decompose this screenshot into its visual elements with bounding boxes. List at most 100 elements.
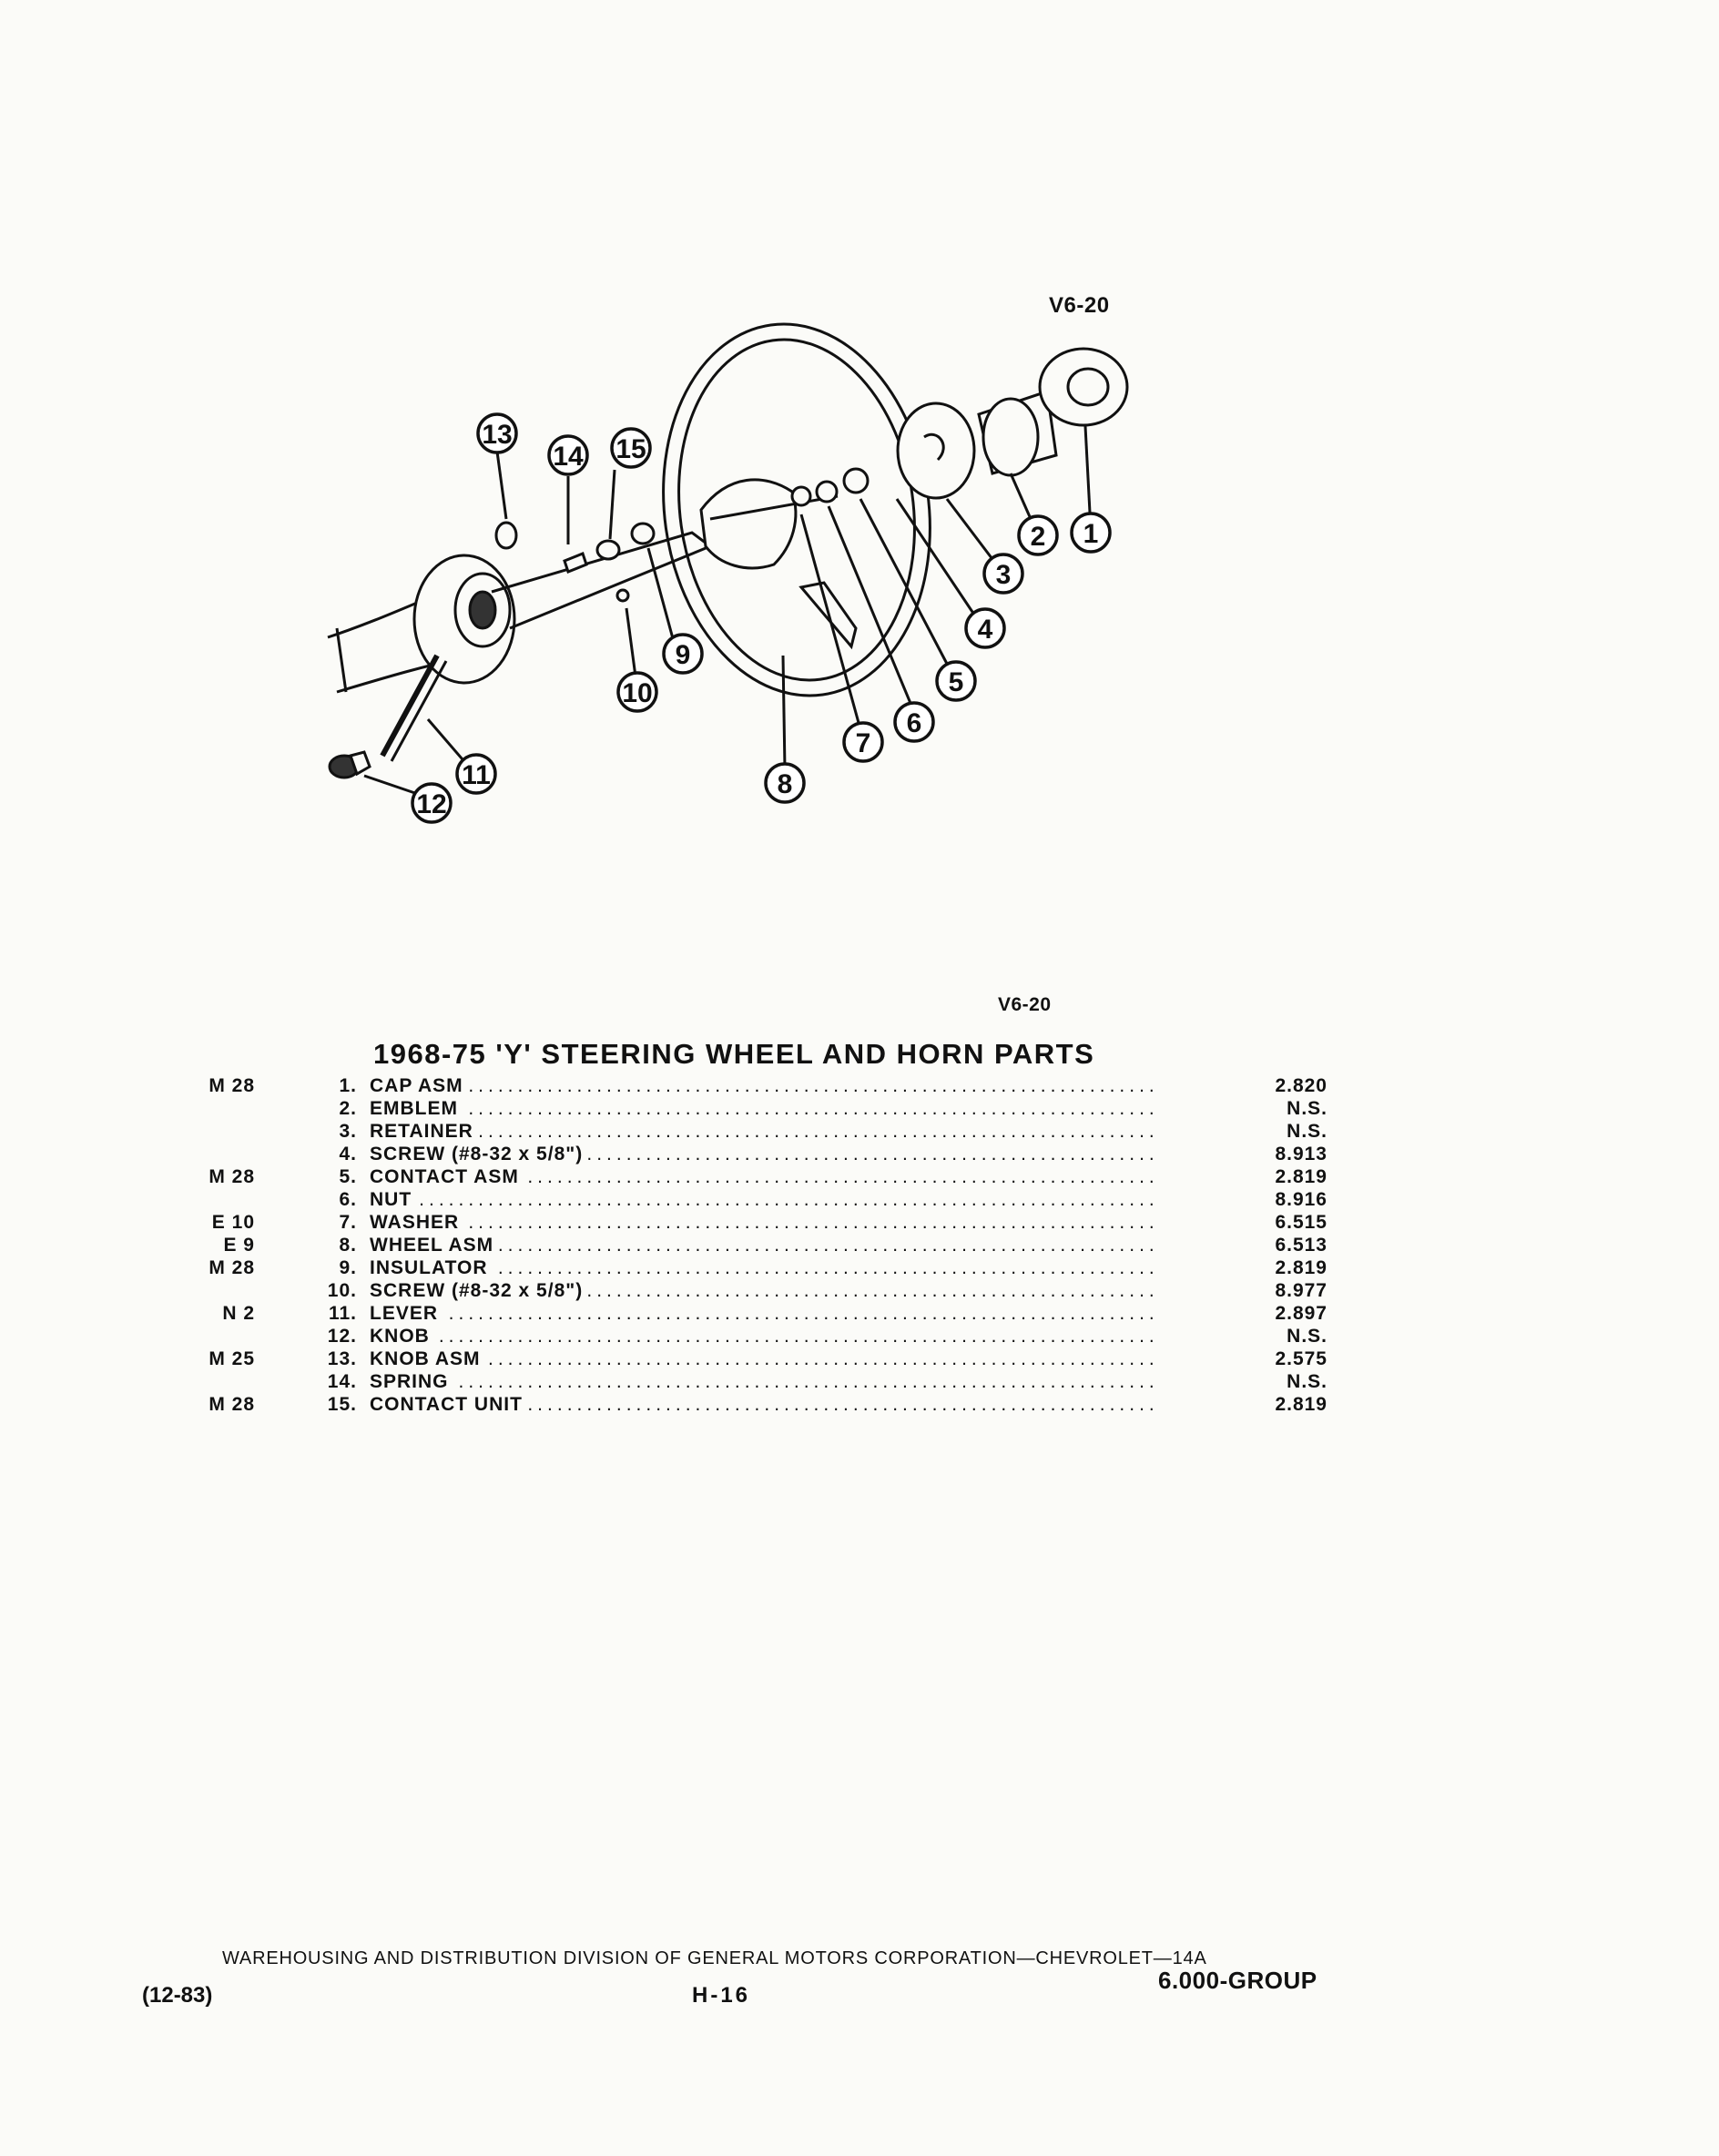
callout-6: 6 — [893, 701, 935, 743]
part-number: 2.575 — [1275, 1348, 1327, 1369]
section-code: M 28 — [209, 1394, 255, 1415]
part-description: ........................................… — [370, 1234, 1157, 1256]
callout-8: 8 — [764, 762, 806, 804]
callout-12: 12 — [411, 782, 453, 824]
svg-text:3: 3 — [996, 560, 1012, 590]
callout-2: 2 — [1017, 514, 1059, 556]
leader-dots: ........................................… — [370, 1075, 1157, 1096]
part-number: 8.913 — [1275, 1144, 1327, 1164]
callout-4: 4 — [964, 607, 1006, 649]
footer-group: 6.000-GROUP — [1158, 1967, 1317, 1994]
part-description: ........................................… — [370, 1097, 1157, 1120]
part-name: INSULATOR — [370, 1257, 493, 1278]
part-name: CONTACT ASM — [370, 1166, 524, 1187]
part-number: 2.819 — [1275, 1257, 1327, 1278]
callout-10: 10 — [616, 671, 658, 713]
part-description: ........................................… — [370, 1256, 1157, 1279]
part-name: WASHER — [370, 1212, 465, 1233]
leader-dots: ........................................… — [370, 1166, 1157, 1187]
svg-text:13: 13 — [482, 420, 512, 450]
part-description: ........................................… — [370, 1143, 1157, 1165]
parts-list-title: 1968-75 'Y' STEERING WHEEL AND HORN PART… — [373, 1038, 1095, 1070]
part-row: 2.......................................… — [0, 1097, 1719, 1120]
part-number: 2.819 — [1275, 1394, 1327, 1415]
part-name: SPRING — [370, 1371, 454, 1392]
leader-dots: ........................................… — [370, 1235, 1157, 1256]
part-name: EMBLEM — [370, 1098, 463, 1119]
part-number: N.S. — [1287, 1098, 1327, 1119]
part-row: 3.......................................… — [0, 1120, 1719, 1143]
steering-wheel-exploded-diagram: 13 14 15 9 10 11 12 8 7 6 5 4 3 2 1 — [327, 322, 1129, 824]
leader-dots: ........................................… — [370, 1394, 1157, 1415]
figure-code-mid: V6-20 — [998, 994, 1052, 1015]
part-name: CAP ASM — [370, 1075, 469, 1096]
item-number: 12. — [327, 1326, 357, 1347]
item-number: 13. — [327, 1348, 357, 1369]
part-row: 14......................................… — [0, 1370, 1719, 1393]
callout-5: 5 — [935, 660, 977, 702]
item-number: 15. — [327, 1394, 357, 1415]
item-number: 7. — [339, 1212, 357, 1233]
part-number: 8.977 — [1275, 1280, 1327, 1301]
section-code: M 28 — [209, 1075, 255, 1096]
svg-text:10: 10 — [622, 678, 652, 708]
svg-text:14: 14 — [553, 442, 584, 472]
diagram-linework — [327, 322, 1129, 804]
section-code: E 9 — [223, 1235, 255, 1256]
part-description: ........................................… — [370, 1120, 1157, 1143]
part-name: SCREW (#8-32 x 5/8") — [370, 1144, 589, 1164]
callout-15: 15 — [610, 427, 652, 469]
callout-13: 13 — [476, 412, 518, 454]
callout-3: 3 — [982, 553, 1024, 595]
svg-text:9: 9 — [676, 640, 691, 670]
section-code: M 28 — [209, 1166, 255, 1187]
section-code: M 25 — [209, 1348, 255, 1369]
part-description: ........................................… — [370, 1370, 1157, 1393]
part-description: ........................................… — [370, 1211, 1157, 1234]
part-description: ........................................… — [370, 1302, 1157, 1325]
part-name: LEVER — [370, 1303, 444, 1324]
svg-text:12: 12 — [416, 789, 446, 819]
part-description: ........................................… — [370, 1188, 1157, 1211]
part-name: CONTACT UNIT — [370, 1394, 528, 1415]
item-number: 5. — [339, 1166, 357, 1187]
part-name: SCREW (#8-32 x 5/8") — [370, 1280, 589, 1301]
part-name: WHEEL ASM — [370, 1235, 500, 1256]
item-number: 3. — [339, 1121, 357, 1142]
part-name: KNOB — [370, 1326, 435, 1347]
svg-text:1: 1 — [1083, 519, 1099, 549]
section-code: N 2 — [222, 1303, 255, 1324]
part-number: 2.820 — [1275, 1075, 1327, 1096]
part-description: ........................................… — [370, 1165, 1157, 1188]
callout-14: 14 — [547, 434, 589, 476]
item-number: 10. — [327, 1280, 357, 1301]
part-number: 2.897 — [1275, 1303, 1327, 1324]
svg-text:15: 15 — [615, 434, 646, 464]
svg-text:5: 5 — [949, 667, 964, 697]
part-number: N.S. — [1287, 1371, 1327, 1392]
footer-division: WAREHOUSING AND DISTRIBUTION DIVISION OF… — [222, 1948, 1207, 1968]
item-number: 4. — [339, 1144, 357, 1164]
svg-text:4: 4 — [978, 615, 993, 645]
part-name: RETAINER — [370, 1121, 479, 1142]
callout-9: 9 — [662, 633, 704, 675]
part-row: 10......................................… — [0, 1279, 1719, 1302]
footer-date: (12-83) — [142, 1983, 213, 2008]
item-number: 14. — [327, 1371, 357, 1392]
leader-dots: ........................................… — [370, 1098, 1157, 1119]
callout-1: 1 — [1070, 512, 1112, 554]
item-number: 2. — [339, 1098, 357, 1119]
leader-dots: ........................................… — [370, 1212, 1157, 1233]
part-description: ........................................… — [370, 1348, 1157, 1370]
part-number: N.S. — [1287, 1121, 1327, 1142]
part-row: M 28 5...................................… — [0, 1165, 1719, 1188]
leader-dots: ........................................… — [370, 1303, 1157, 1324]
svg-text:2: 2 — [1031, 522, 1046, 552]
part-number: 2.819 — [1275, 1166, 1327, 1187]
leader-dots: ........................................… — [370, 1348, 1157, 1369]
part-number: 8.916 — [1275, 1189, 1327, 1210]
